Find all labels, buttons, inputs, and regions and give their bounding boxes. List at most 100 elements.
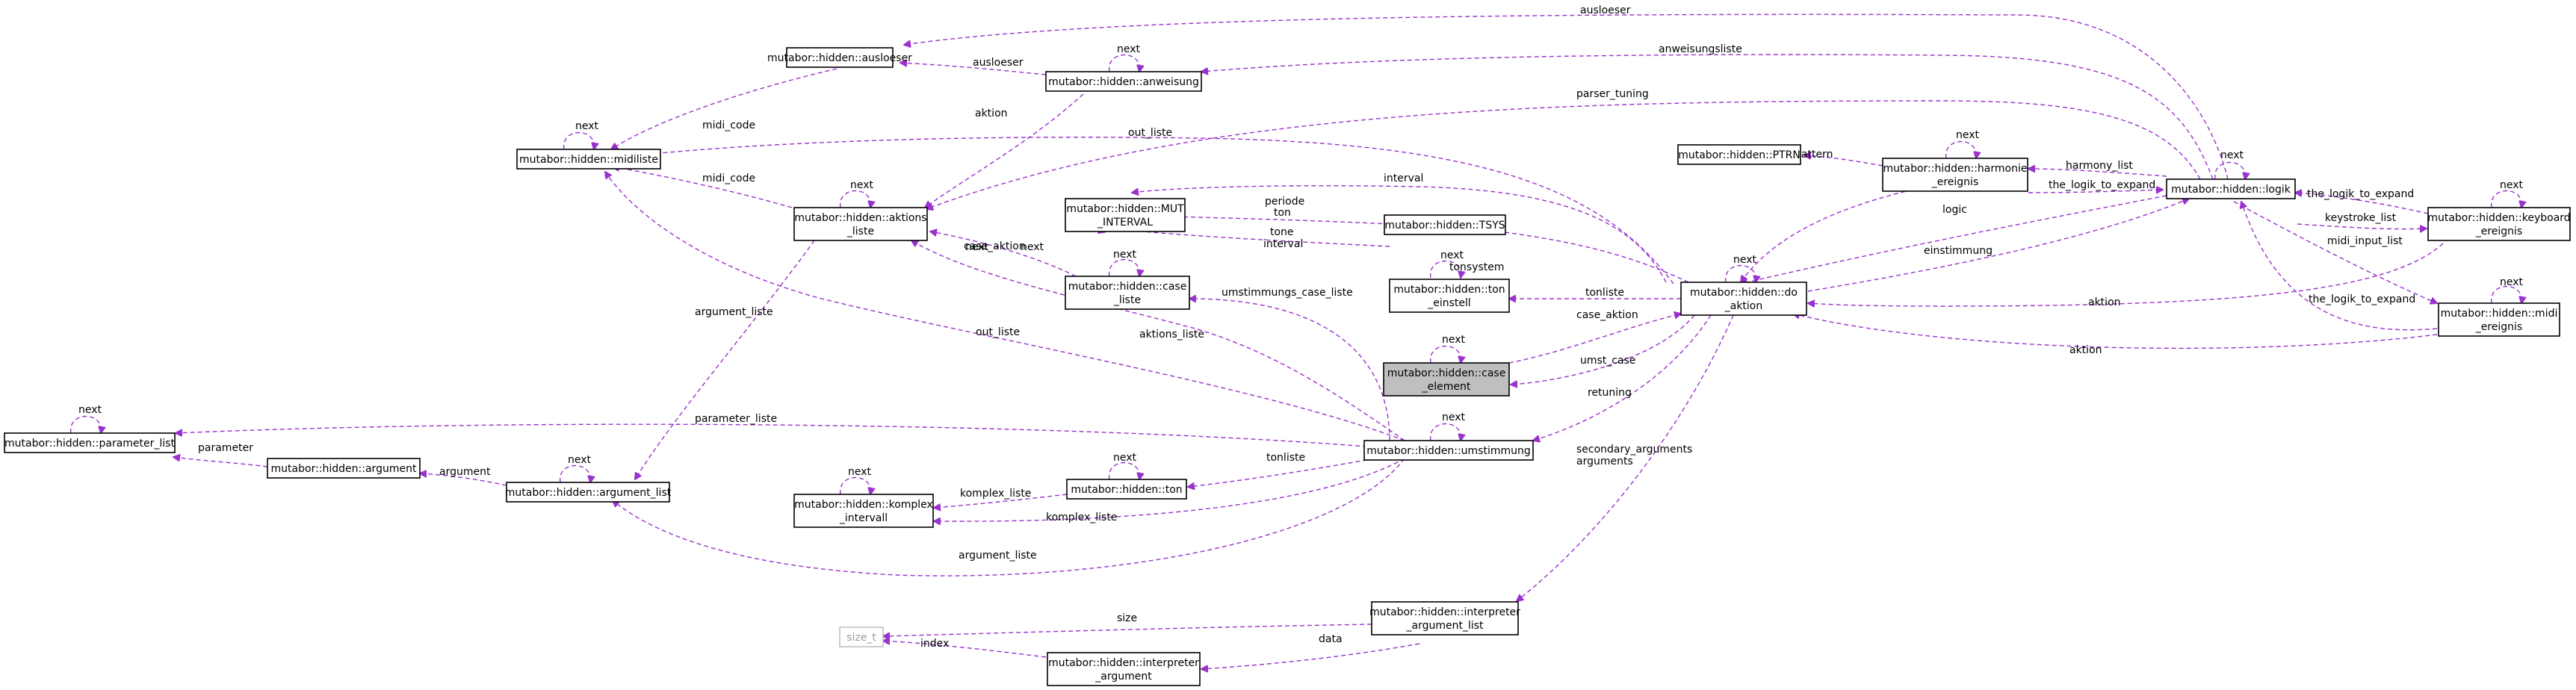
- node-harmonie-ereignis[interactable]: mutabor::hidden::harmonie _ereignis: [1882, 158, 2028, 192]
- node-ton[interactable]: mutabor::hidden::ton: [1066, 479, 1187, 500]
- node-label: _liste: [846, 226, 874, 237]
- edge-umstimmung-parameter-list: [176, 423, 1368, 447]
- edge-logik-do-aktion-logic: [1741, 195, 2167, 284]
- edge-label: next: [2500, 179, 2524, 191]
- edge-label: the_logik_to_expand: [2049, 179, 2155, 191]
- node-label: _element: [1422, 381, 1471, 393]
- edge-ausloeser-midiliste: [611, 68, 837, 149]
- node-keyboard-ereignis[interactable]: mutabor::hidden::keyboard _ereignis: [2427, 207, 2571, 241]
- node-case-liste[interactable]: mutabor::hidden::case _liste: [1065, 276, 1190, 310]
- node-ausloeser[interactable]: mutabor::hidden::ausloeser: [767, 47, 912, 68]
- node-label: size_t: [846, 632, 876, 644]
- edge-label: parameter_liste: [695, 413, 777, 425]
- edge-label: data: [1319, 633, 1343, 645]
- edge-label: midi_code: [702, 119, 755, 131]
- edge-label: out_liste: [976, 326, 1020, 338]
- edge-label: parser_tuning: [1576, 88, 1649, 100]
- edge-label: tonliste: [1266, 452, 1305, 464]
- edge-label: umstimmungs_case_liste: [1222, 287, 1353, 299]
- edge-label: logic: [1942, 204, 1967, 216]
- edge-umstimmung-aktions-liste: [911, 240, 1405, 441]
- edge-label: tonsystem: [1449, 261, 1505, 273]
- edge-do-aktion-interpreter-argument-list: [1517, 314, 1734, 601]
- node-interpreter-argument[interactable]: mutabor::hidden::interpreter _argument: [1047, 652, 1201, 686]
- node-midiliste[interactable]: mutabor::hidden::midiliste: [516, 149, 661, 170]
- edge-label: size: [1117, 612, 1137, 624]
- edge-keyboard-do-aktion: [1808, 243, 2444, 306]
- self-loop-case-liste: [1109, 258, 1140, 277]
- node-label: mutabor::hidden::anweisung: [1048, 76, 1199, 88]
- node-mut-interval[interactable]: mutabor::hidden::MUT _INTERVAL: [1065, 198, 1186, 232]
- node-label: mutabor::hidden::logik: [2171, 184, 2291, 196]
- self-loop-logik: [2214, 161, 2246, 180]
- edge-label: next: [2500, 276, 2524, 288]
- node-label: _intervall: [839, 512, 888, 524]
- edge-label: next: [1021, 241, 1044, 253]
- edge-umstimmung-case-liste: [1189, 299, 1390, 441]
- edge-label: next: [848, 466, 872, 478]
- node-label: _INTERVAL: [1097, 217, 1153, 229]
- edge-label: arguments: [1576, 456, 1633, 467]
- node-size-t[interactable]: size_t: [839, 627, 884, 647]
- edge-label: komplex_liste: [960, 488, 1031, 500]
- edge-label: next: [1956, 129, 1980, 141]
- edge-label: aktion: [975, 108, 1008, 119]
- node-tsys[interactable]: mutabor::hidden::TSYS: [1384, 214, 1506, 235]
- self-loop-do-aktion: [1725, 264, 1756, 283]
- edge-label: komplex_liste: [1046, 512, 1117, 523]
- node-label: mutabor::hidden::umstimmung: [1366, 445, 1531, 457]
- edge-label: interval: [1384, 172, 1423, 184]
- edge-label: einstimmung: [1924, 245, 1993, 257]
- node-case-element[interactable]: mutabor::hidden::case _element: [1383, 362, 1510, 397]
- self-loop-parameter-list: [70, 415, 102, 434]
- self-loop-midi: [2491, 285, 2522, 304]
- node-label: mutabor::hidden::argument: [271, 463, 417, 475]
- node-argument-list[interactable]: mutabor::hidden::argument_list: [505, 482, 672, 503]
- edge-argument-list-argument: [420, 473, 507, 486]
- edges: [70, 13, 2522, 669]
- self-loop-umstimmung: [1430, 423, 1461, 441]
- node-label: mutabor::hidden::interpreter: [1369, 606, 1520, 618]
- edge-label: umst_case: [1580, 355, 1635, 367]
- edge-label: argument_liste: [695, 306, 773, 318]
- node-argument[interactable]: mutabor::hidden::argument: [267, 458, 421, 479]
- edge-label: aktion: [2088, 296, 2121, 308]
- edge-logik-midi: [2233, 201, 2437, 303]
- node-label: mutabor::hidden::argument_list: [505, 487, 672, 499]
- node-komplex-intervall[interactable]: mutabor::hidden::komplex _intervall: [793, 494, 934, 528]
- node-do-aktion[interactable]: mutabor::hidden::do _aktion: [1680, 282, 1807, 316]
- edge-label: next: [2220, 149, 2244, 161]
- node-umstimmung[interactable]: mutabor::hidden::umstimmung: [1363, 440, 1534, 461]
- edge-label: periode: [1265, 196, 1304, 208]
- edge-label: keystroke_list: [2325, 212, 2397, 224]
- node-parameter-list[interactable]: mutabor::hidden::parameter_list: [4, 432, 176, 453]
- edge-label: ton: [1274, 207, 1291, 219]
- node-midi-ereignis[interactable]: mutabor::hidden::midi _ereignis: [2438, 302, 2560, 337]
- edge-logik-ausloeser: [904, 13, 2229, 180]
- node-label: mutabor::hidden::ausloeser: [767, 52, 912, 64]
- self-loop-aktions-liste: [840, 190, 871, 208]
- edge-interpreter-list-interpreter-argument: [1201, 643, 1420, 669]
- edge-logik-aktions-liste: [926, 100, 2201, 209]
- node-aktions-liste[interactable]: mutabor::hidden::aktions _liste: [793, 207, 928, 241]
- node-label: _ereignis: [2475, 226, 2523, 237]
- edge-labels: ausloeser anweisungsliste midi_code ausl…: [78, 4, 2524, 650]
- node-ton-einstell[interactable]: mutabor::hidden::ton _einstell: [1389, 279, 1510, 313]
- edge-label: tone: [1270, 226, 1294, 238]
- node-ptrn[interactable]: mutabor::hidden::PTRN: [1677, 144, 1801, 165]
- edge-label: parameter: [198, 442, 253, 454]
- self-loop-ton-einstell: [1430, 260, 1461, 279]
- edge-harmonie-ptrn: [1804, 155, 1883, 167]
- self-loop-ton: [1109, 461, 1140, 480]
- edge-ton-komplex: [934, 494, 1068, 508]
- node-label: mutabor::hidden::case: [1068, 281, 1187, 293]
- self-loop-case-element: [1430, 345, 1461, 364]
- node-label: _ereignis: [2475, 321, 2523, 333]
- edge-label: argument_liste: [959, 550, 1037, 562]
- self-loop-argument-list: [560, 464, 591, 483]
- edge-label: next: [1442, 411, 1466, 423]
- node-anweisung[interactable]: mutabor::hidden::anweisung: [1045, 71, 1202, 92]
- node-label: mutabor::hidden::harmonie: [1883, 163, 2028, 175]
- node-interpreter-argument-list[interactable]: mutabor::hidden::interpreter _argument_l…: [1369, 601, 1520, 635]
- node-logik[interactable]: mutabor::hidden::logik: [2166, 178, 2296, 199]
